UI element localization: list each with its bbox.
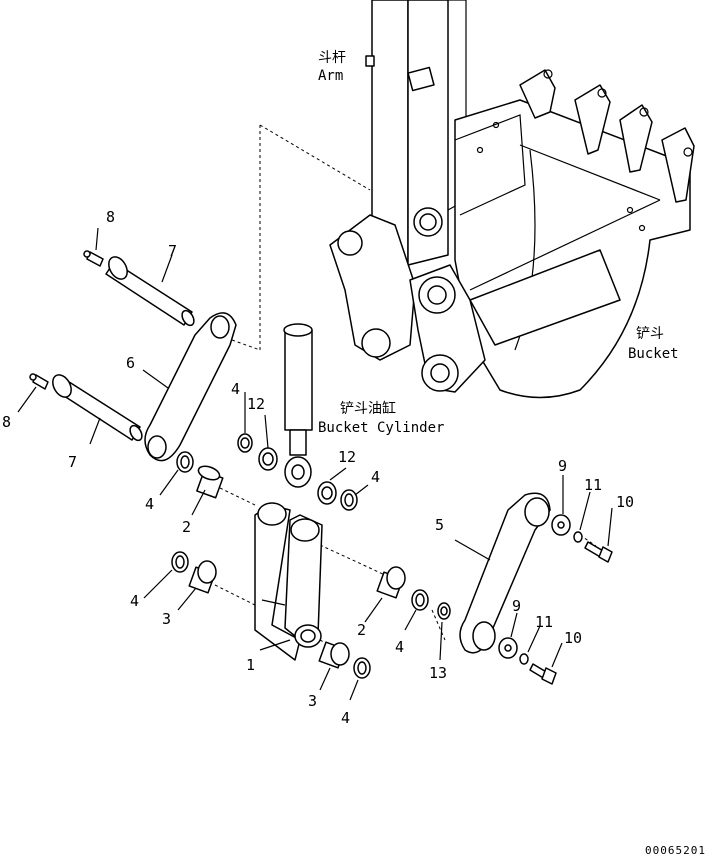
pin-7-upper xyxy=(105,256,195,327)
callout-4-right: 4 xyxy=(395,638,404,656)
seals-4 xyxy=(171,433,429,679)
callout-12-right: 12 xyxy=(338,448,356,466)
plate-9-lower xyxy=(498,637,518,659)
callout-9-lower: 9 xyxy=(512,597,521,615)
callout-10-upper: 10 xyxy=(616,493,634,511)
leader-lines xyxy=(17,227,613,701)
lever-1 xyxy=(254,502,323,661)
shims-12-13 xyxy=(258,447,451,620)
callout-12-left: 12 xyxy=(247,395,265,413)
callout-4-cyl-left: 4 xyxy=(231,380,240,398)
drawing-code: 00065201 xyxy=(645,844,706,857)
bucket-cylinder-drawing xyxy=(283,323,313,488)
link-5 xyxy=(459,492,551,654)
callout-7-lower: 7 xyxy=(68,453,77,471)
callout-11-upper: 11 xyxy=(584,476,602,494)
link-6 xyxy=(144,312,237,462)
bucket-drawing xyxy=(329,69,695,399)
grease-fitting-8-lower xyxy=(29,373,49,390)
bushing-3-right xyxy=(318,641,350,669)
callout-11-lower: 11 xyxy=(535,613,553,631)
callout-3-right: 3 xyxy=(308,692,317,710)
bucket-label-cn: 铲斗 xyxy=(636,326,664,342)
bushing-3-left xyxy=(188,560,217,594)
callout-9-upper: 9 xyxy=(558,457,567,475)
washer-11-lower xyxy=(519,653,529,665)
callout-4-lever-left: 4 xyxy=(130,592,139,610)
callout-4-link-left: 4 xyxy=(145,495,154,513)
callout-8-upper: 8 xyxy=(106,208,115,226)
callout-10-lower: 10 xyxy=(564,629,582,647)
arm-label-en: Arm xyxy=(318,68,343,84)
callout-8-lower: 8 xyxy=(2,413,11,431)
bushing-2-left xyxy=(196,465,224,499)
washer-11-upper xyxy=(573,531,583,543)
plate-9-upper xyxy=(551,514,571,536)
bolt-10-lower xyxy=(529,663,557,685)
callout-4-lower: 4 xyxy=(341,709,350,727)
bucket-cylinder-label-cn: 铲斗油缸 xyxy=(340,400,396,417)
callout-6: 6 xyxy=(126,354,135,372)
bucket-cylinder-label-en: Bucket Cylinder xyxy=(318,420,444,436)
callout-7-upper: 7 xyxy=(168,242,177,260)
arm-label-cn: 斗杆 xyxy=(318,50,346,66)
bolt-10-upper xyxy=(584,541,613,563)
bucket-label-en: Bucket xyxy=(628,346,679,362)
callout-2-right: 2 xyxy=(357,621,366,639)
callout-13: 13 xyxy=(429,664,447,682)
callout-4-cyl-right: 4 xyxy=(371,468,380,486)
callout-2-left: 2 xyxy=(182,518,191,536)
grease-fitting-8-upper xyxy=(83,250,104,267)
callout-3-left: 3 xyxy=(162,610,171,628)
callout-5: 5 xyxy=(435,516,444,534)
pin-7-lower xyxy=(52,374,143,442)
bushing-2-right xyxy=(376,566,406,599)
callout-1: 1 xyxy=(246,656,255,674)
